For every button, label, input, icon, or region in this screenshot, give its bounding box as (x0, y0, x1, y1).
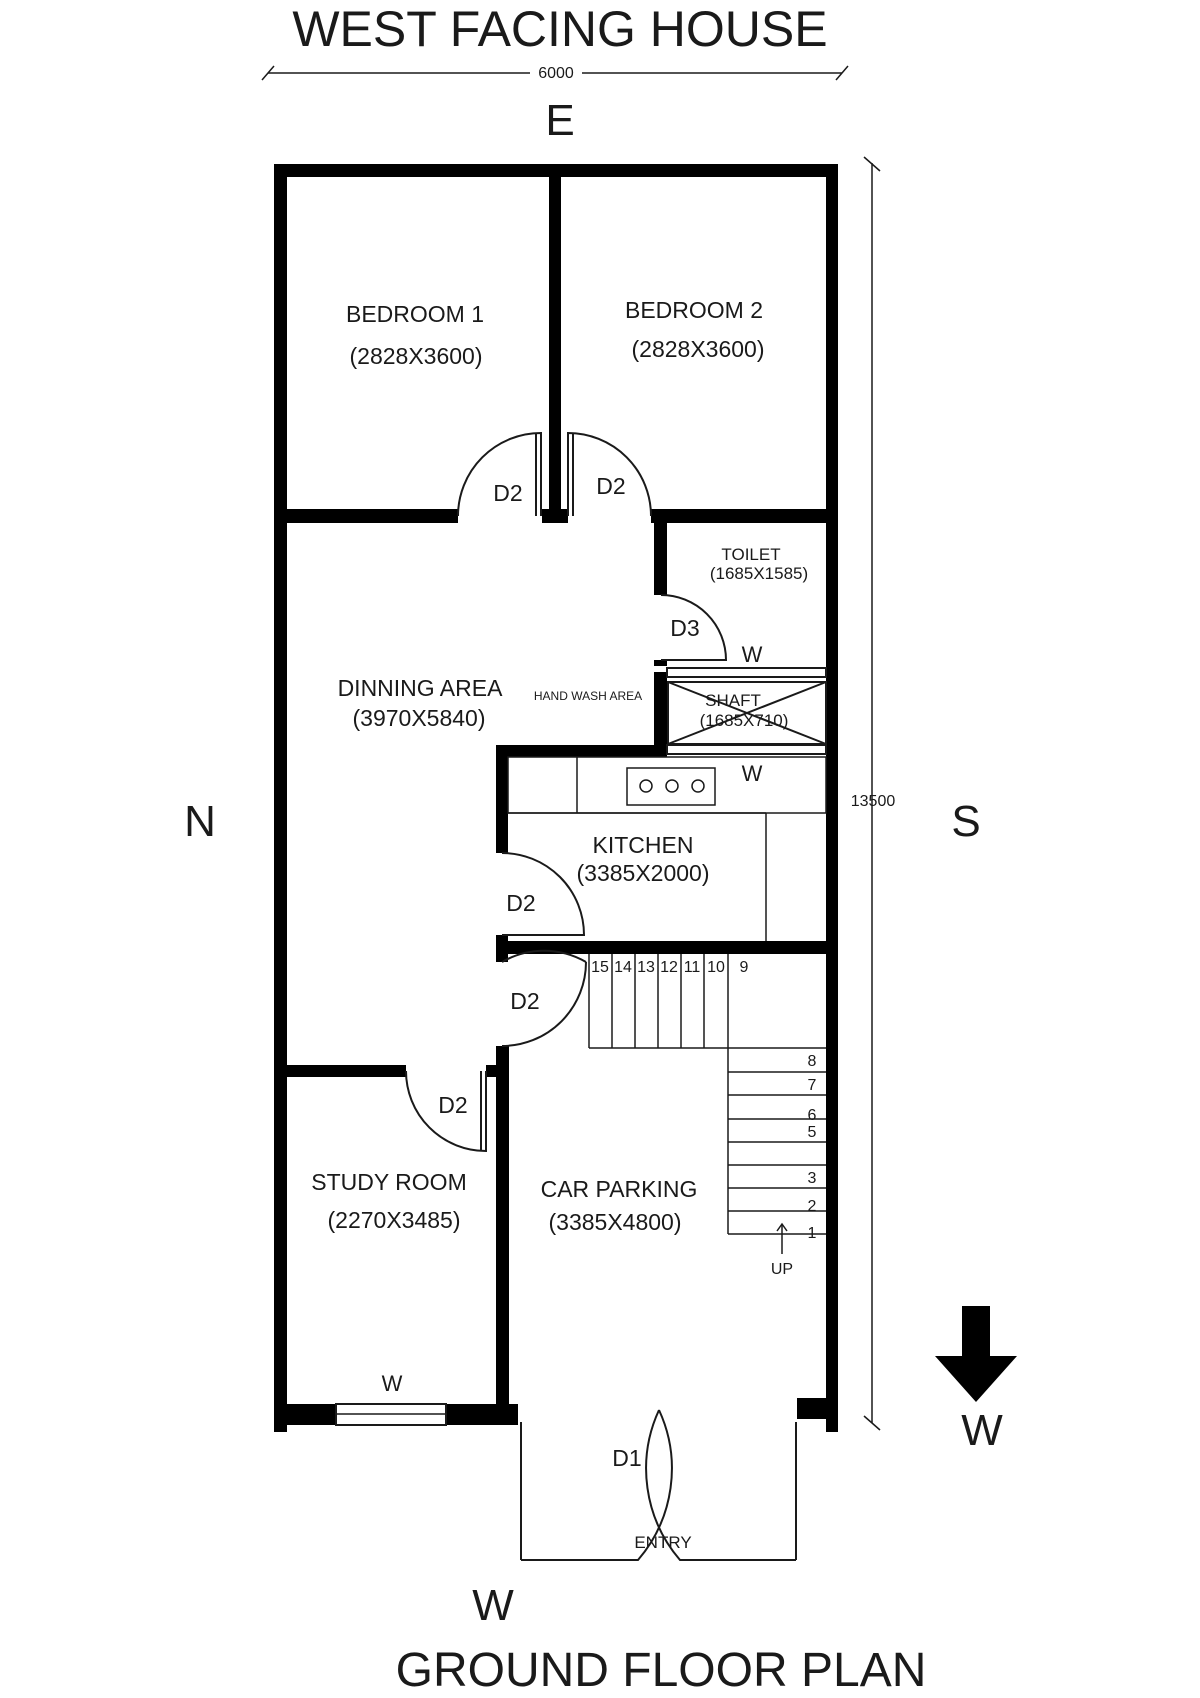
stair-step-10: 10 (707, 959, 725, 976)
window-shaft: W (666, 744, 827, 786)
compass-east: E (545, 96, 574, 145)
kitchen-size: (3385X2000) (577, 860, 710, 886)
width-dimension-line: 6000 (261, 63, 849, 83)
shaft-symbol (667, 681, 827, 745)
stair-step-11: 11 (684, 959, 701, 976)
stair-step-9: 9 (740, 959, 749, 976)
up-arrow-icon (776, 1222, 788, 1254)
study-size: (2270X3485) (328, 1207, 461, 1233)
stairs-up-label: UP (771, 1261, 793, 1278)
door-entry-label: D1 (612, 1445, 641, 1471)
toilet-size: (1685X1585) (710, 564, 808, 583)
stair-step-8: 8 (808, 1053, 817, 1070)
kitchen-name: KITCHEN (593, 832, 694, 858)
stair-step-12: 12 (660, 959, 678, 976)
stair-step-2: 2 (808, 1198, 817, 1215)
west-arrow-icon: W (935, 1306, 1017, 1455)
window-study: W (335, 1371, 447, 1426)
hand-wash-label: HAND WASH AREA (534, 689, 642, 703)
walls (274, 164, 838, 1432)
parking-name: CAR PARKING (541, 1176, 698, 1202)
width-dimension-label: 6000 (538, 65, 574, 82)
toilet-name: TOILET (721, 545, 780, 564)
shaft-name: SHAFT (705, 691, 761, 710)
west-arrow-label: W (961, 1406, 1003, 1455)
parking-size: (3385X4800) (549, 1209, 682, 1235)
shaft-size: (1685X710) (700, 711, 789, 730)
compass-south: S (951, 797, 980, 846)
plan-title: WEST FACING HOUSE (292, 1, 827, 57)
bedroom2-size: (2828X3600) (632, 336, 765, 362)
bedroom1-size: (2828X3600) (350, 343, 483, 369)
ground-floor-plan-title: GROUND FLOOR PLAN (396, 1644, 927, 1697)
stair-step-14: 14 (614, 959, 632, 976)
door-study-label: D2 (438, 1092, 467, 1118)
kitchen-counter (507, 756, 827, 941)
window-toilet: W (666, 642, 827, 678)
door-toilet-label: D3 (670, 615, 699, 641)
stair-step-6: 6 (808, 1107, 817, 1124)
window-study-label: W (382, 1371, 403, 1396)
door-bedroom1-label: D2 (493, 480, 522, 506)
dining-name: DINNING AREA (338, 675, 504, 701)
compass-north: N (184, 797, 216, 846)
stair-step-15: 15 (591, 959, 609, 976)
door-bedroom2-label: D2 (596, 473, 625, 499)
entry-label: ENTRY (634, 1533, 691, 1552)
door-kitchen-label: D2 (506, 890, 535, 916)
compass-west-bottom: W (472, 1581, 514, 1630)
stair-step-7: 7 (808, 1077, 817, 1094)
dining-size: (3970X5840) (353, 705, 486, 731)
stair-step-13: 13 (637, 959, 655, 976)
stair-step-1: 1 (808, 1225, 817, 1242)
stair-step-5: 5 (808, 1124, 817, 1141)
window-shaft-label: W (742, 761, 763, 786)
door-parking-label: D2 (510, 988, 539, 1014)
bedroom1-name: BEDROOM 1 (346, 301, 484, 327)
window-toilet-label: W (742, 642, 763, 667)
length-dimension-label: 13500 (851, 793, 896, 810)
bedroom2-name: BEDROOM 2 (625, 297, 763, 323)
door-swings (405, 431, 797, 1561)
stair-step-3: 3 (808, 1170, 817, 1187)
staircase: 15 14 13 12 11 10 9 8 7 6 5 3 2 1 UP (588, 954, 826, 1278)
length-dimension-line: 13500 (851, 156, 896, 1431)
study-name: STUDY ROOM (311, 1169, 466, 1195)
stove-icon (626, 767, 716, 806)
